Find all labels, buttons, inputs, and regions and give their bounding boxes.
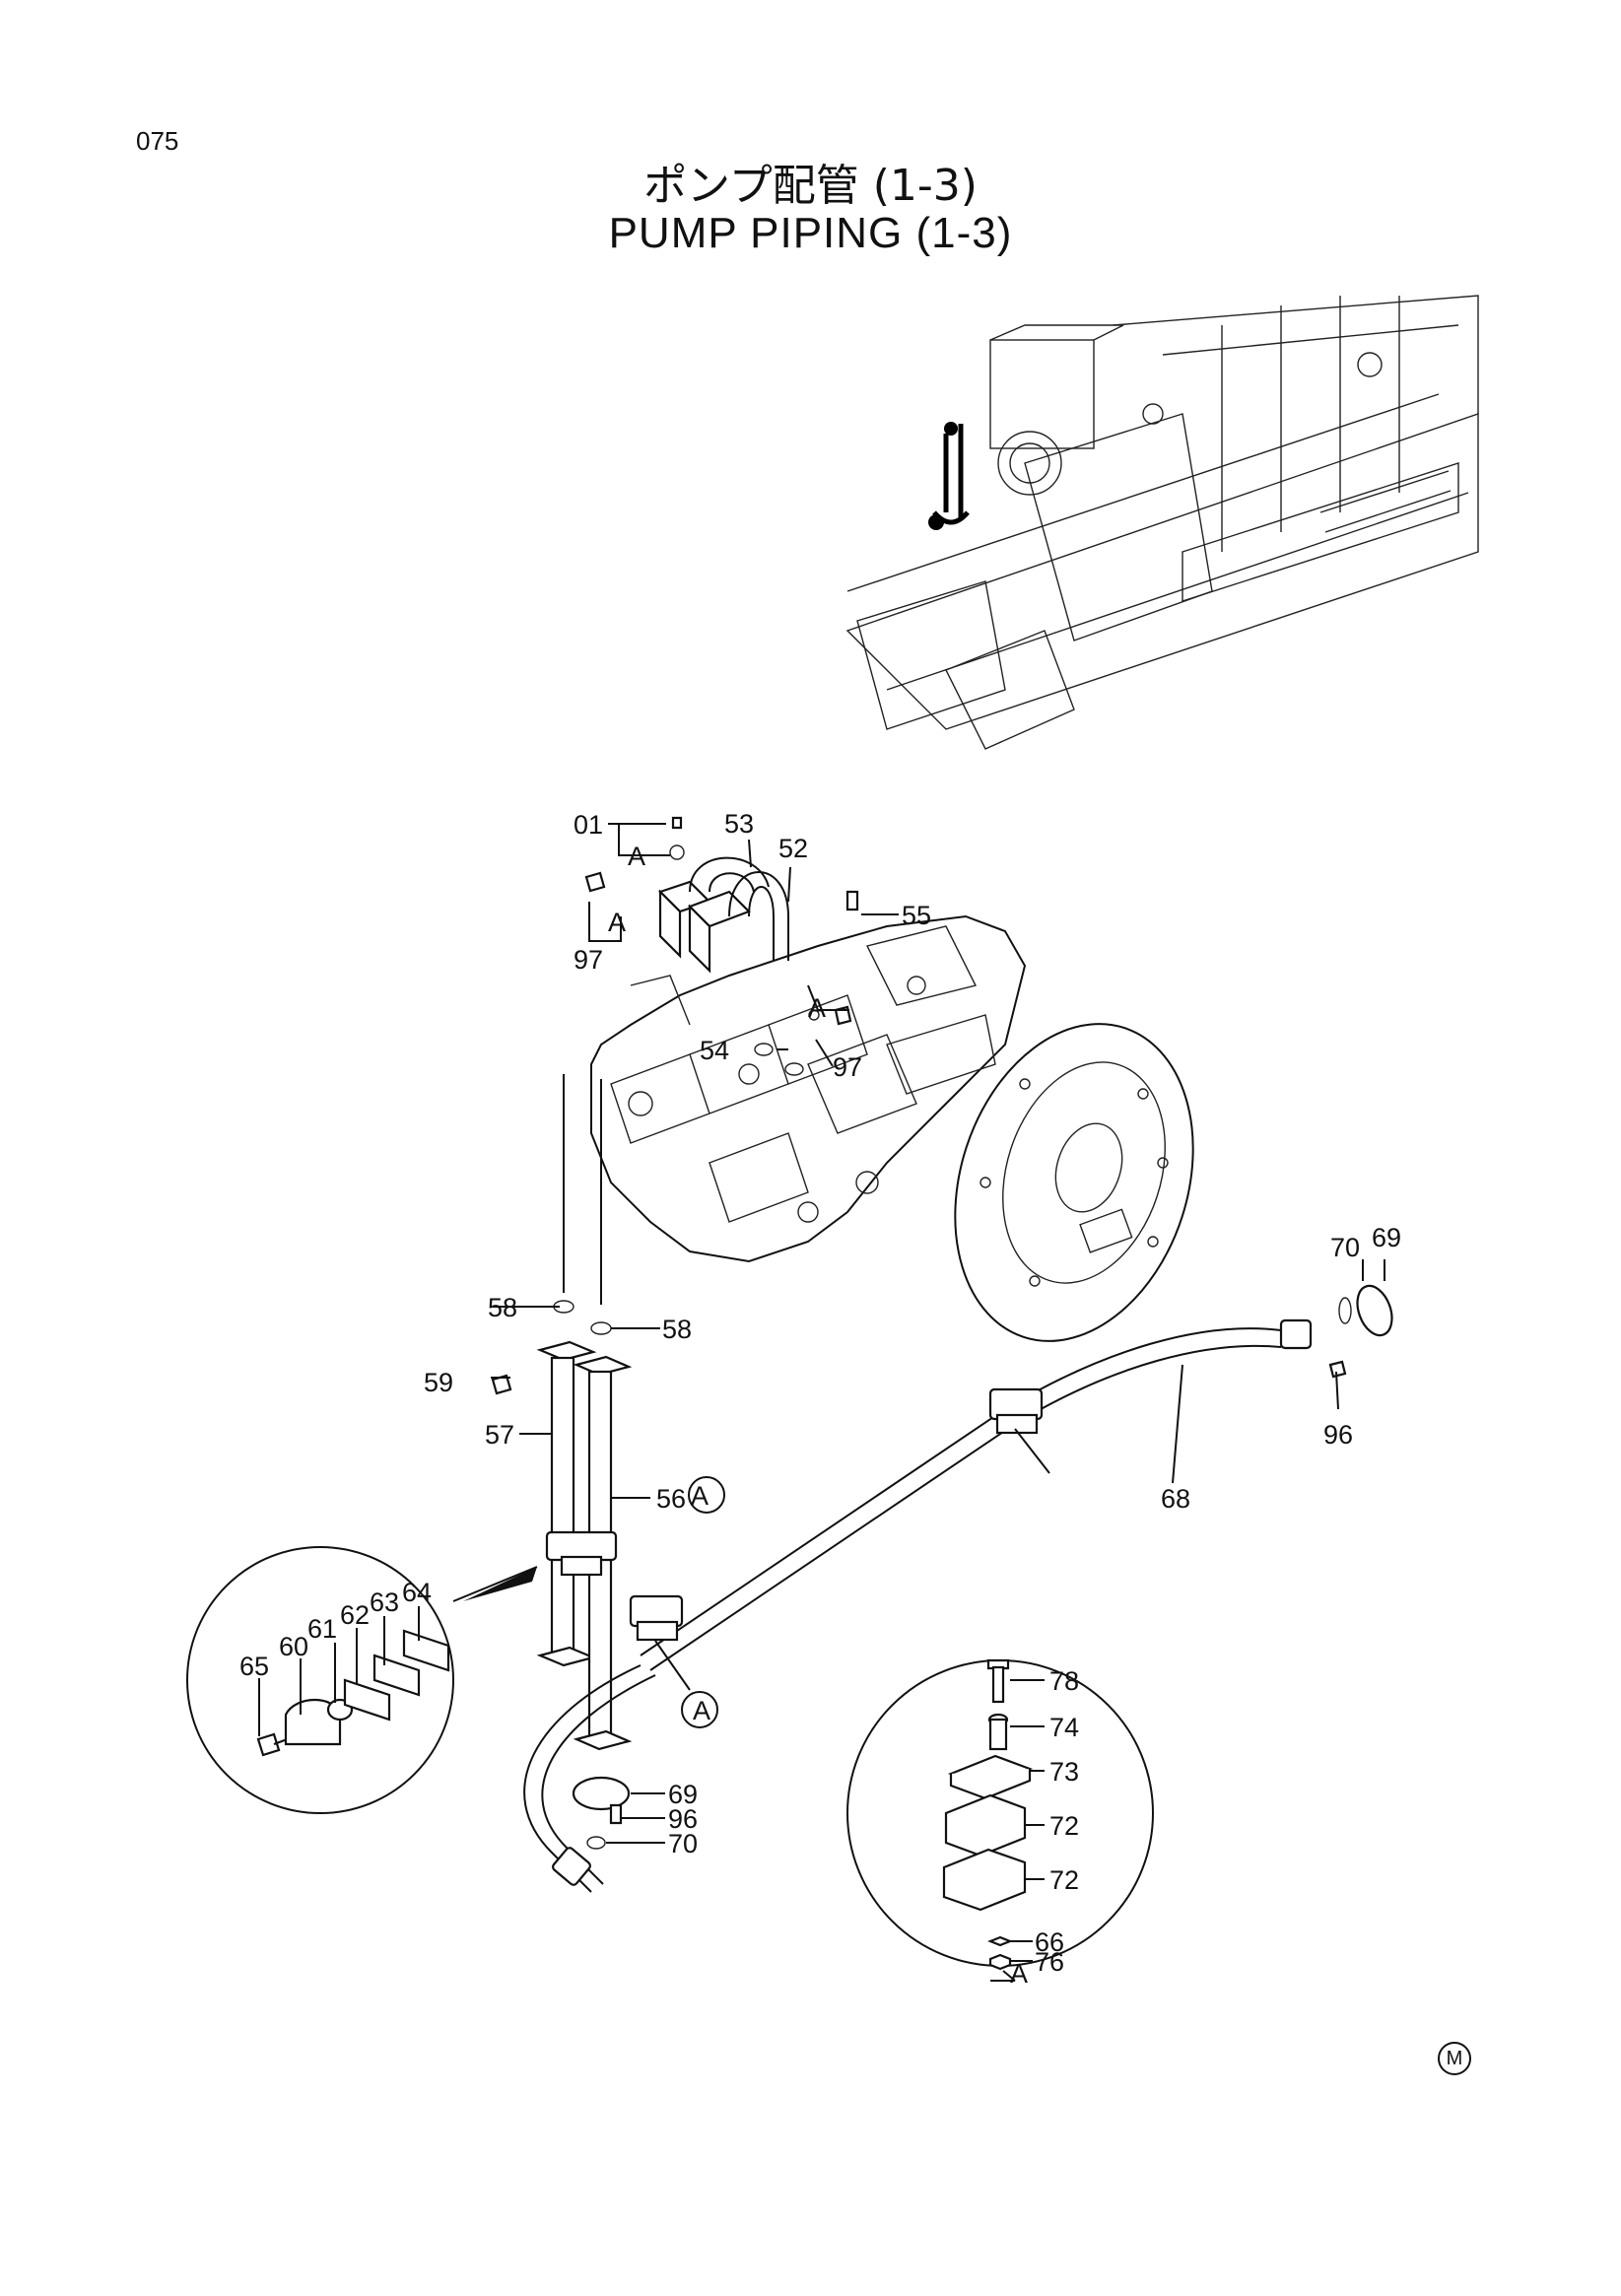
callout-56: 56: [656, 1484, 686, 1514]
callout-01: 01: [574, 810, 603, 840]
detail-clamp-left: [186, 1546, 538, 1814]
callout-70-b: 70: [668, 1829, 698, 1858]
callout-78: 78: [1049, 1666, 1079, 1696]
pipes: [491, 1074, 1393, 1893]
callout-52: 52: [778, 834, 808, 863]
callout-55: 55: [902, 901, 931, 930]
frame-location-view: [845, 295, 1479, 750]
callout-a-2: A: [608, 908, 626, 937]
callout-58-a: 58: [488, 1293, 517, 1322]
callout-labels: 01 A 53 52 55 A 97 A 54 97 58 58 59 57 5…: [239, 809, 1401, 1989]
callout-66: 66: [1035, 1927, 1064, 1957]
callout-a-1: A: [628, 842, 645, 871]
callout-72-a: 72: [1049, 1811, 1079, 1841]
callout-70-a: 70: [1330, 1233, 1360, 1262]
callout-65: 65: [239, 1652, 269, 1681]
callout-61: 61: [307, 1614, 337, 1644]
circle-a-label-2: A: [693, 1696, 710, 1725]
manual-mark: M: [1438, 2042, 1471, 2075]
callout-53: 53: [724, 809, 754, 839]
callout-57: 57: [485, 1420, 514, 1450]
callout-64: 64: [402, 1578, 432, 1607]
title-english: PUMP PIPING (1-3): [608, 209, 1013, 257]
callout-96-b: 96: [668, 1804, 698, 1834]
callout-68: 68: [1161, 1484, 1190, 1514]
callout-60: 60: [279, 1632, 308, 1661]
callout-54: 54: [700, 1036, 729, 1065]
detail-clamp-right: [846, 1658, 1154, 1971]
callout-a-4: A: [1010, 1959, 1028, 1989]
callout-69-a: 69: [1372, 1223, 1401, 1252]
callout-76: 76: [1035, 1947, 1064, 1977]
circle-a-1: [688, 1476, 725, 1514]
callout-72-b: 72: [1049, 1865, 1079, 1895]
callout-58-b: 58: [662, 1315, 692, 1344]
callout-69-b: 69: [668, 1780, 698, 1809]
callout-63: 63: [370, 1587, 399, 1617]
callout-59: 59: [424, 1368, 453, 1397]
callout-a-3: A: [808, 993, 826, 1023]
callout-97-a: 97: [574, 945, 603, 975]
page-number: 075: [136, 126, 179, 156]
callout-96-a: 96: [1323, 1420, 1353, 1450]
callout-62: 62: [340, 1600, 370, 1630]
callout-97-b: 97: [833, 1052, 862, 1082]
callout-73: 73: [1049, 1757, 1079, 1787]
callout-74: 74: [1049, 1713, 1079, 1742]
pump-assembly: [584, 816, 1194, 1342]
circle-a-2: [681, 1691, 718, 1728]
leader-lines: [491, 823, 1385, 1982]
circle-a-label-1: A: [691, 1481, 709, 1511]
title-japanese: ポンプ配管 (1-3): [643, 161, 978, 211]
